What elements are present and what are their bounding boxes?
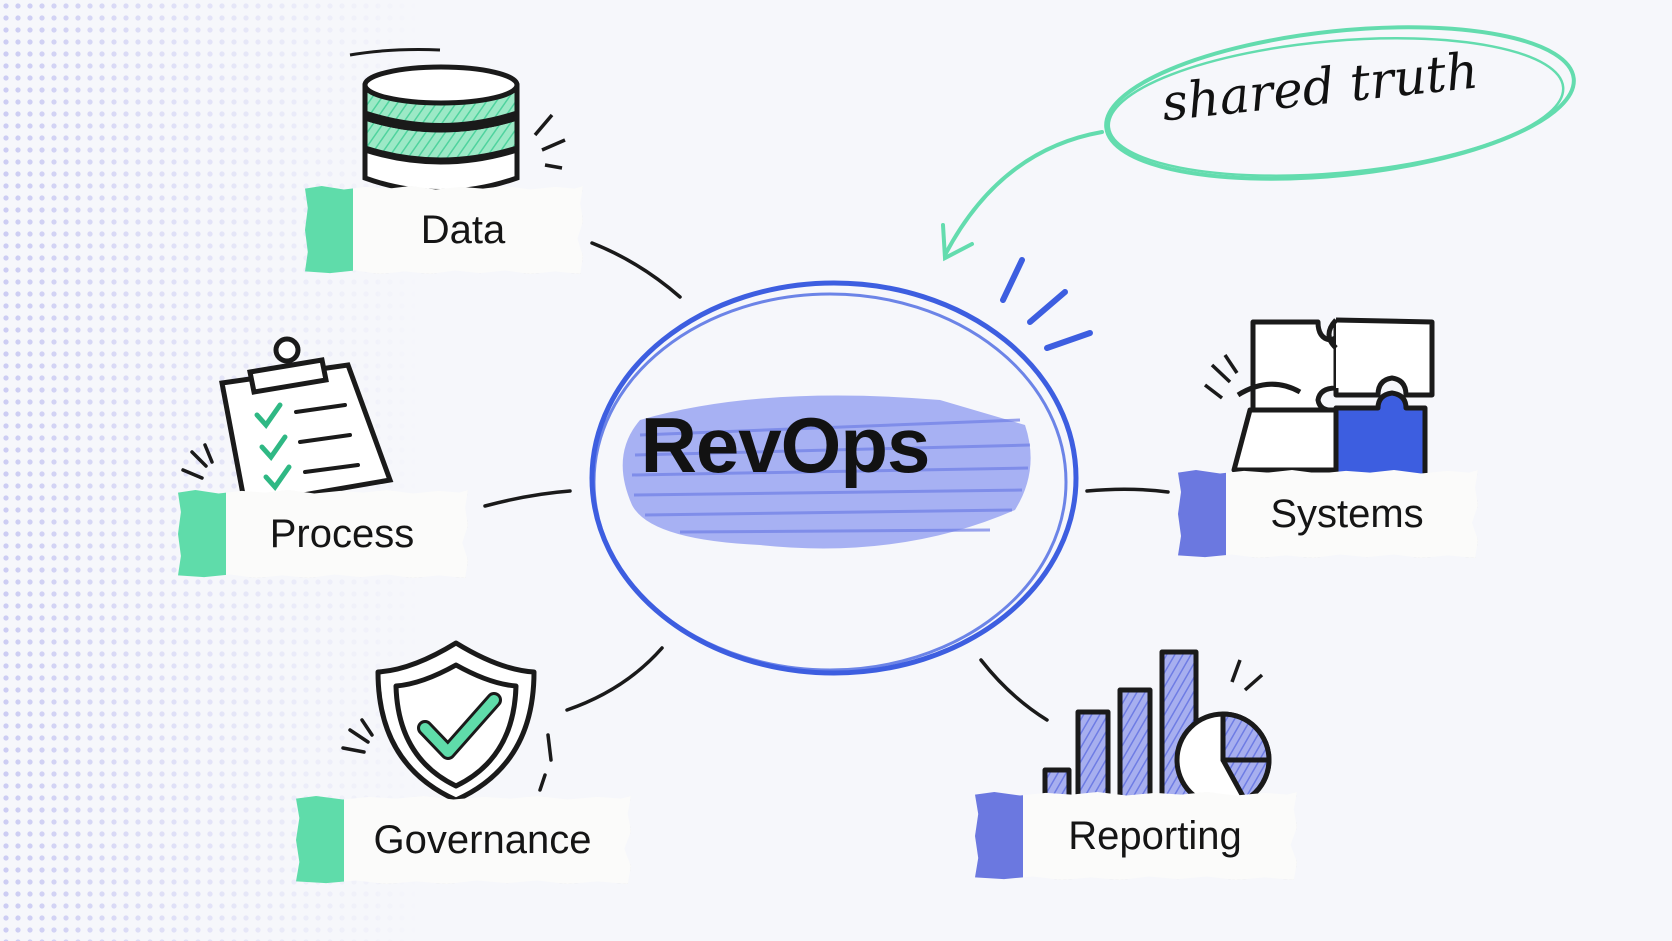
database-icon <box>349 48 566 194</box>
node-label-text: Reporting <box>1068 813 1242 858</box>
bar-chart-pie-icon <box>1042 649 1272 809</box>
circle-accent-marks <box>1000 257 1093 351</box>
tape-accent <box>305 186 353 274</box>
revops-title: RevOps <box>640 401 931 489</box>
node-label-text: Process <box>269 511 415 556</box>
clipboard-checklist-icon <box>181 336 394 508</box>
shield-check-icon <box>341 640 553 803</box>
node-label-process: Process <box>178 490 468 578</box>
node-label-systems: Systems <box>1178 470 1478 558</box>
tape-accent <box>296 796 344 884</box>
shared-truth-callout-outline <box>941 25 1576 262</box>
puzzle-pieces-icon <box>1203 317 1435 481</box>
node-label-text: Governance <box>373 817 592 862</box>
node-label-reporting: Reporting <box>975 792 1297 880</box>
tape-accent <box>178 490 226 578</box>
node-label-governance: Governance <box>296 796 631 884</box>
revops-circle <box>589 280 1079 676</box>
revops-scribble <box>622 395 1031 549</box>
tape-accent <box>1178 470 1226 558</box>
connector-lines <box>483 241 1170 722</box>
node-label-text: Data <box>420 207 506 252</box>
tape-accent <box>975 792 1023 880</box>
node-label-text: Systems <box>1270 491 1424 536</box>
node-label-data: Data <box>305 186 583 274</box>
